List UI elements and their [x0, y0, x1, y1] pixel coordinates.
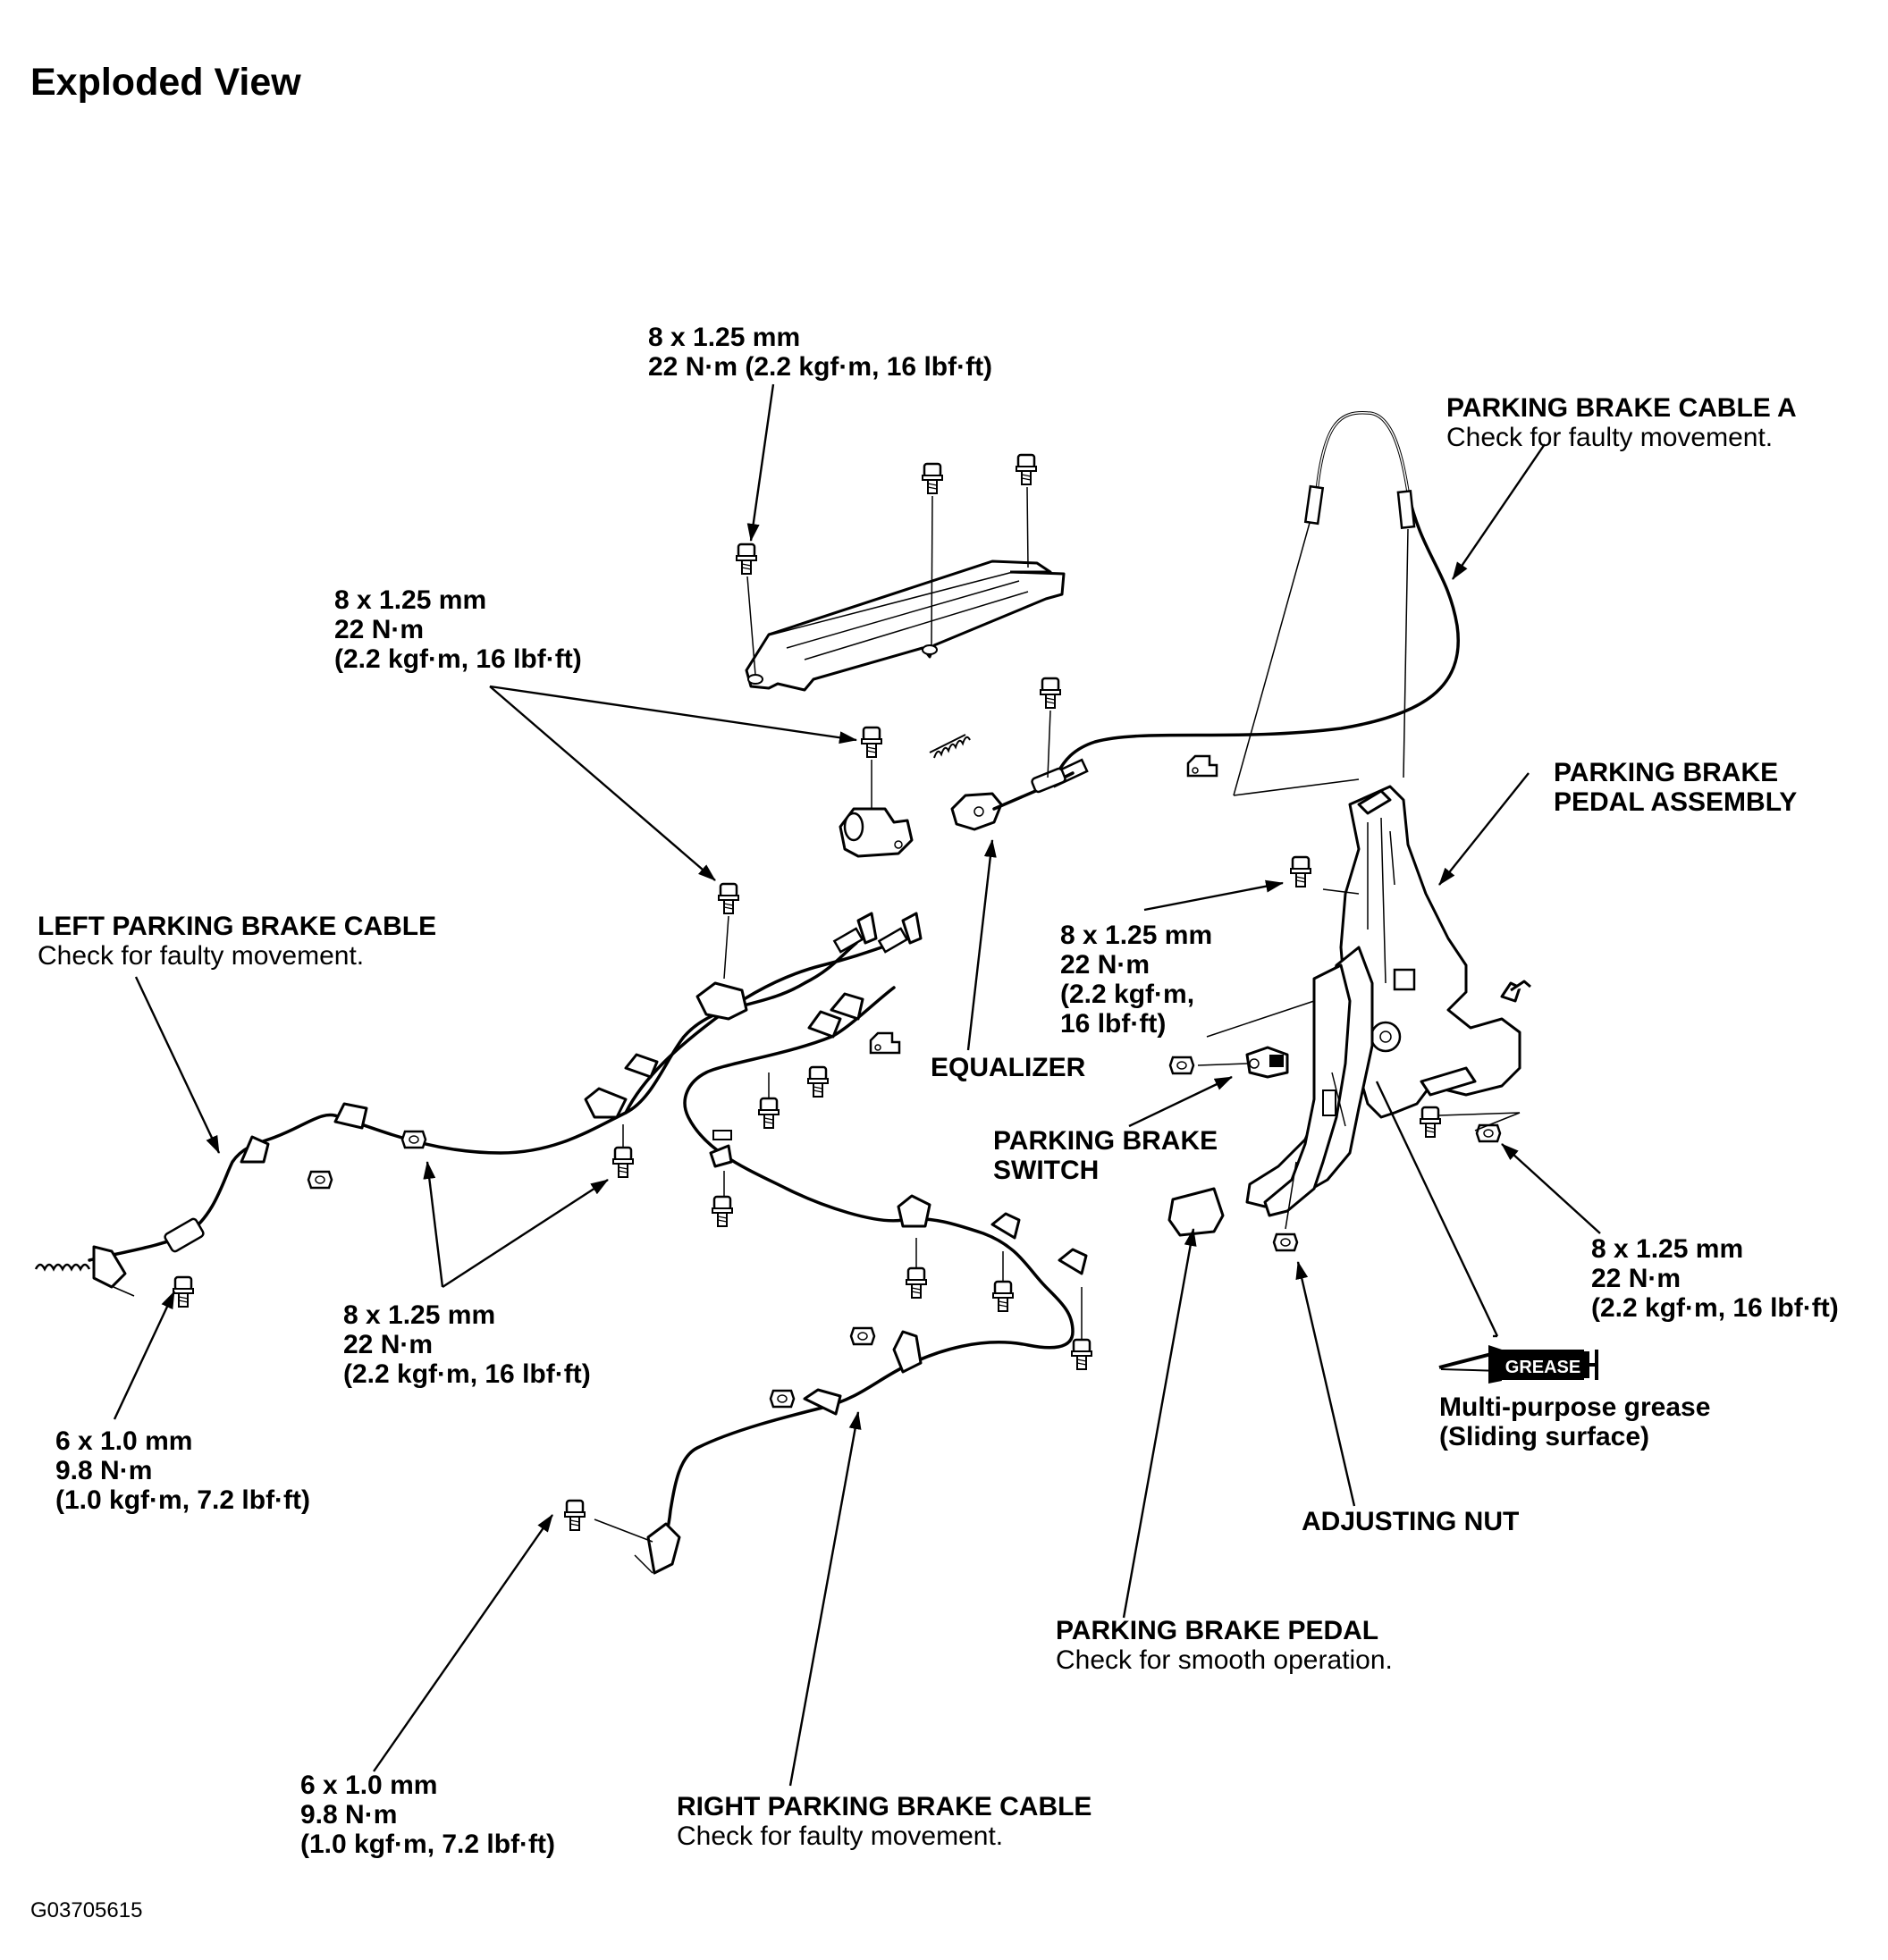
right-cable-bolt-5 [991, 1280, 1015, 1313]
label-bolt-top-torque: 22 N·m (2.2 kgf·m, 16 lbf·ft) [648, 352, 993, 382]
right-cable-clip [869, 1031, 901, 1055]
figure-id: G03705615 [30, 1898, 143, 1922]
label-pedal-note: Check for smooth operation. [1056, 1645, 1393, 1675]
right-cable-nut-2 [769, 1389, 796, 1409]
left-cable-nut-1 [307, 1170, 333, 1190]
label-adjusting-nut: ADJUSTING NUT [1302, 1507, 1519, 1536]
label-grease-line2: (Sliding surface) [1439, 1422, 1650, 1451]
label-bolt-pedal-spec: 8 x 1.25 mm [1060, 921, 1213, 950]
label-bolt-bottom-small: 6 x 1.0 mm 9.8 N·m (1.0 kgf·m, 7.2 lbf·f… [300, 1771, 555, 1859]
label-bolt-bottom-small-torque-alt: (1.0 kgf·m, 7.2 lbf·ft) [300, 1830, 556, 1859]
label-cable-a-name: PARKING BRAKE CABLE A [1446, 393, 1797, 423]
return-spring [929, 734, 971, 759]
label-left-cable: LEFT PARKING BRAKE CABLE Check for fault… [38, 912, 436, 971]
left-cable-end-bolt [172, 1275, 195, 1308]
left-cable-nut-2 [400, 1130, 427, 1149]
label-right-cable: RIGHT PARKING BRAKE CABLE Check for faul… [677, 1792, 1092, 1851]
parking-brake-pedal-assembly [1167, 785, 1531, 1237]
right-parking-brake-cable [646, 986, 1088, 1575]
pedal-nut-left [1168, 1056, 1195, 1075]
label-bolt-bottom-small-torque: 9.8 N·m [300, 1800, 398, 1830]
label-bolt-left-small: 6 x 1.0 mm 9.8 N·m (1.0 kgf·m, 7.2 lbf·f… [55, 1426, 310, 1515]
label-cable-a-note: Check for faulty movement. [1446, 423, 1774, 452]
right-cable-end-bolt [563, 1499, 586, 1532]
label-grease-line1: Multi-purpose grease [1439, 1392, 1711, 1422]
left-cable-upper-bolt [717, 882, 740, 915]
label-pedal-assembly: PARKING BRAKE PEDAL ASSEMBLY [1554, 758, 1797, 817]
cover-bolt-left [735, 543, 758, 576]
label-switch: PARKING BRAKE SWITCH [993, 1126, 1218, 1185]
label-adjusting-nut-name: ADJUSTING NUT [1302, 1507, 1520, 1536]
pedal-nut-right [1475, 1123, 1502, 1143]
right-cable-bolt-1 [757, 1097, 780, 1130]
label-bolt-top: 8 x 1.25 mm 22 N·m (2.2 kgf·m, 16 lbf·ft… [648, 323, 992, 382]
page-title: Exploded View [30, 61, 301, 104]
label-bolt-pedal-torque-alt1: (2.2 kgf·m, [1060, 980, 1195, 1009]
label-bolt-right-torque: 22 N·m [1591, 1264, 1682, 1293]
label-right-cable-name: RIGHT PARKING BRAKE CABLE [677, 1792, 1092, 1821]
cable-a-clip [1186, 754, 1218, 778]
label-bolt-upper-left: 8 x 1.25 mm 22 N·m (2.2 kgf·m, 16 lbf·ft… [334, 585, 582, 674]
label-pedal-assembly-line2: PEDAL ASSEMBLY [1554, 787, 1798, 817]
label-pedal-name: PARKING BRAKE PEDAL [1056, 1616, 1379, 1645]
grease-tube-icon: GREASE [1438, 1345, 1598, 1384]
leader-lines [113, 383, 1601, 1787]
label-bolt-upper-left-torque-alt: (2.2 kgf·m, 16 lbf·ft) [334, 644, 582, 674]
right-cable-bolt-3 [711, 1195, 734, 1228]
right-cable-bolt-6 [1070, 1338, 1093, 1371]
label-switch-line2: SWITCH [993, 1156, 1100, 1185]
center-bracket [839, 807, 914, 858]
label-right-cable-note: Check for faulty movement. [677, 1821, 1004, 1851]
label-bolt-pedal-torque: 22 N·m [1060, 950, 1150, 980]
left-cable-bracket-bolt [611, 1146, 635, 1179]
adjusting-nut [1272, 1232, 1299, 1252]
label-pedal: PARKING BRAKE PEDAL Check for smooth ope… [1056, 1616, 1393, 1675]
label-bolt-right-torque-alt: (2.2 kgf·m, 16 lbf·ft) [1591, 1293, 1839, 1323]
label-bolt-middle-torque-alt: (2.2 kgf·m, 16 lbf·ft) [343, 1359, 591, 1389]
cover-bolt-right [1015, 453, 1038, 486]
label-bolt-pedal: 8 x 1.25 mm 22 N·m (2.2 kgf·m, 16 lbf·ft… [1060, 921, 1212, 1039]
grease-badge: GREASE [1505, 1358, 1580, 1377]
label-left-cable-name: LEFT PARKING BRAKE CABLE [38, 912, 437, 941]
label-cable-a: PARKING BRAKE CABLE A Check for faulty m… [1446, 393, 1797, 452]
label-bolt-right-spec: 8 x 1.25 mm [1591, 1234, 1744, 1264]
parking-brake-switch [1245, 1046, 1289, 1079]
label-left-cable-note: Check for faulty movement. [38, 941, 365, 971]
right-cable-bolt-4 [905, 1266, 928, 1300]
pedal-small-bolt [1419, 1106, 1442, 1139]
label-bolt-left-small-spec: 6 x 1.0 mm [55, 1426, 193, 1456]
label-pedal-assembly-line1: PARKING BRAKE [1554, 758, 1779, 787]
label-equalizer: EQUALIZER [931, 1053, 1085, 1082]
label-bolt-middle: 8 x 1.25 mm 22 N·m (2.2 kgf·m, 16 lbf·ft… [343, 1300, 591, 1389]
label-bolt-middle-torque: 22 N·m [343, 1330, 434, 1359]
label-equalizer-name: EQUALIZER [931, 1053, 1086, 1082]
cover-bolt-middle [921, 462, 944, 495]
label-bolt-middle-spec: 8 x 1.25 mm [343, 1300, 496, 1330]
left-parking-brake-cable [34, 912, 923, 1289]
equalizer [950, 767, 1075, 831]
label-bolt-upper-left-torque: 22 N·m [334, 615, 425, 644]
label-switch-line1: PARKING BRAKE [993, 1126, 1218, 1156]
label-bolt-top-spec: 8 x 1.25 mm [648, 323, 801, 352]
pedal-assembly-bolt [1289, 855, 1312, 888]
label-bolt-left-small-torque: 9.8 N·m [55, 1456, 153, 1485]
right-cable-nut-1 [849, 1326, 876, 1346]
center-bracket-bolt [860, 726, 883, 759]
right-cable-bolt-2 [806, 1065, 830, 1098]
label-grease: Multi-purpose grease (Sliding surface) [1439, 1392, 1710, 1451]
label-bolt-bottom-small-spec: 6 x 1.0 mm [300, 1771, 438, 1800]
label-bolt-upper-left-spec: 8 x 1.25 mm [334, 585, 487, 615]
equalizer-bolt [1039, 677, 1062, 710]
label-bolt-right: 8 x 1.25 mm 22 N·m (2.2 kgf·m, 16 lbf·ft… [1591, 1234, 1839, 1323]
label-bolt-pedal-torque-alt2: 16 lbf·ft) [1060, 1009, 1167, 1039]
label-bolt-left-small-torque-alt: (1.0 kgf·m, 7.2 lbf·ft) [55, 1485, 311, 1515]
parking-brake-cable-a [1048, 411, 1460, 788]
cable-guide-cover [745, 559, 1066, 692]
